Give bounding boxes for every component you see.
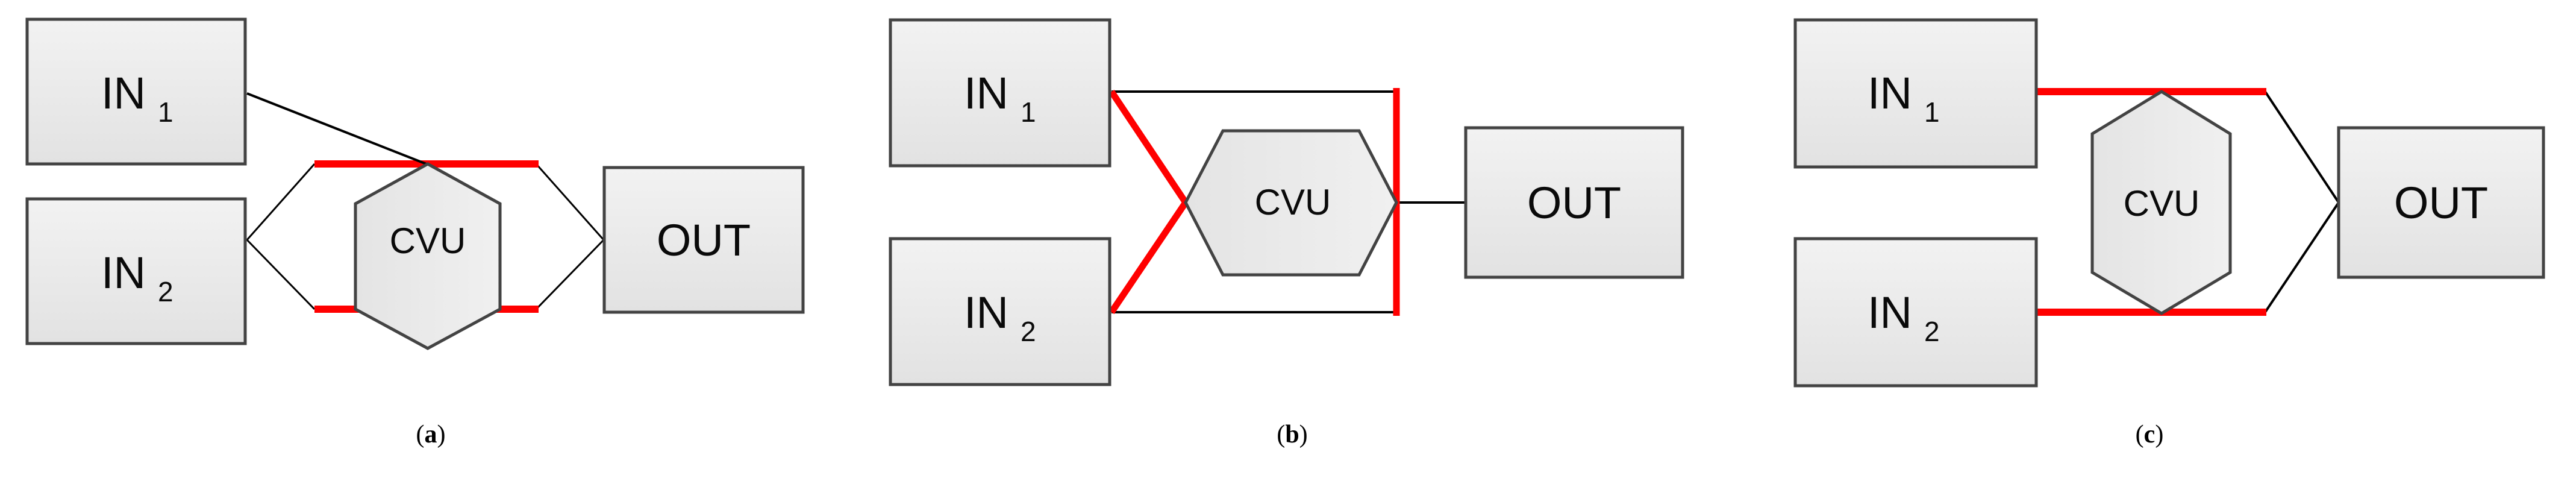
in1-box[interactable]	[889, 18, 1111, 168]
panel-c-caption: (c)	[2135, 421, 2164, 448]
in2-diagonal-to-cvu-left-vertex	[1108, 200, 1189, 315]
cvu-hexagon	[1184, 129, 1398, 277]
in1-box[interactable]	[1793, 18, 2038, 169]
out-box[interactable]	[1464, 126, 1684, 279]
out-label: OUT	[657, 215, 751, 265]
in2-subscript: 2	[1021, 316, 1036, 347]
panel-c-canvas: IN 1 IN 2 CVU OUT	[1793, 18, 2545, 388]
panel-c-caption-letter: c	[2143, 421, 2156, 448]
lower-left-diagonal	[246, 239, 316, 310]
out-label: OUT	[2394, 178, 2488, 228]
in1-label: IN	[1868, 68, 1912, 118]
panel-a-caption: (a)	[416, 421, 446, 448]
in2-box[interactable]	[1793, 237, 2038, 388]
panel-c-highlight-wires	[2037, 88, 2266, 316]
in2-label: IN	[101, 248, 146, 298]
cvu-hexagon	[2090, 90, 2232, 315]
panel-c: IN 1 IN 2 CVU OUT (c)	[1723, 0, 2576, 490]
panel-c-plain-wires	[2264, 90, 2340, 313]
out-box[interactable]	[602, 166, 805, 314]
cvu-label: CVU	[2124, 183, 2200, 224]
in1-subscript: 1	[158, 96, 174, 128]
in1-box[interactable]	[25, 17, 247, 166]
bottom-diagonal-to-out	[2264, 201, 2340, 313]
in1-to-cvu-top-vertex	[246, 92, 428, 166]
in2-box[interactable]	[889, 237, 1111, 386]
in2-subscript: 2	[1924, 316, 1940, 347]
in1-diagonal-to-cvu-left-vertex	[1108, 89, 1189, 205]
upper-right-diagonal	[535, 163, 605, 240]
cvu-hexagon	[354, 162, 502, 350]
panel-a: IN 1 IN 2 CVU OUT (a)	[0, 0, 861, 490]
panel-a-caption-letter: a	[424, 421, 437, 448]
panel-b-canvas: IN 1 IN 2 CVU OUT	[889, 18, 1684, 386]
in1-subscript: 1	[1924, 96, 1940, 128]
upper-left-diagonal	[246, 163, 316, 240]
panel-b: IN 1 IN 2 CVU OUT (b)	[861, 0, 1723, 490]
panel-a-plain-wires	[246, 163, 605, 310]
in1-subscript: 1	[1021, 96, 1036, 128]
in2-label: IN	[964, 287, 1008, 338]
lower-right-diagonal	[535, 239, 605, 310]
in2-box[interactable]	[25, 197, 247, 345]
panel-a-canvas: IN 1 IN 2 CVU OUT	[25, 17, 805, 350]
out-label: OUT	[1527, 178, 1621, 228]
panel-b-caption-letter: b	[1285, 421, 1299, 448]
out-box[interactable]	[2337, 126, 2545, 279]
in2-subscript: 2	[158, 276, 174, 307]
cvu-label: CVU	[1255, 182, 1331, 222]
panel-b-caption: (b)	[1277, 421, 1308, 448]
in2-label: IN	[1868, 287, 1912, 338]
in1-label: IN	[964, 68, 1008, 118]
top-diagonal-to-out	[2264, 90, 2340, 204]
in1-label: IN	[101, 68, 146, 118]
cvu-label: CVU	[390, 221, 466, 261]
